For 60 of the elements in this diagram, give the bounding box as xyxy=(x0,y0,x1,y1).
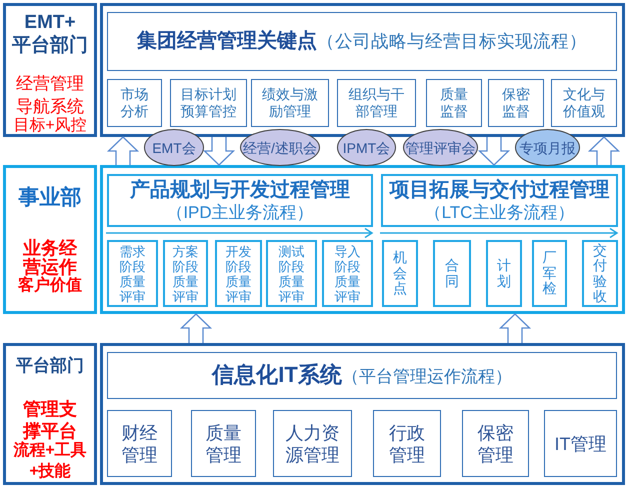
panel-heading: 事业部 xyxy=(18,187,82,209)
item-box: 质量监督 xyxy=(426,79,482,127)
heading: 集团经营管理关键点 xyxy=(137,30,317,52)
side-panel xyxy=(3,3,97,137)
heading: 产品规划与开发过程管理 xyxy=(130,178,350,202)
item-box: 需求阶段质量评审 xyxy=(107,240,158,307)
item-box: 质量管理 xyxy=(191,410,256,477)
panel-text: 客户价值 xyxy=(18,277,82,295)
item-box: 行政管理 xyxy=(373,410,441,477)
item-box: 人力资源管理 xyxy=(273,410,352,477)
heading: 项目拓展与交付过程管理 xyxy=(390,178,610,202)
item-box: 导入阶段质量评审 xyxy=(322,240,373,307)
item-box: 方案阶段质量评审 xyxy=(163,240,208,307)
title-box xyxy=(381,174,618,227)
side-panel xyxy=(3,343,97,485)
panel-text: 业务经营运作 xyxy=(23,239,78,277)
title-box xyxy=(107,12,617,71)
ellipse-node: EMT会 xyxy=(144,129,204,166)
side-panel xyxy=(3,165,97,314)
block-arrow xyxy=(106,136,140,166)
block-arrow xyxy=(180,313,212,344)
section-panel xyxy=(100,343,625,485)
item-box: 文化与价值观 xyxy=(551,79,617,127)
subheading: （公司战略与经营目标实现流程） xyxy=(317,31,587,51)
panel-text: 目标+风控 xyxy=(13,117,87,134)
item-box: 保密监督 xyxy=(488,79,544,127)
block-arrow xyxy=(202,136,236,166)
panel-text: 经营管理导航系统 xyxy=(15,73,85,117)
heading: 信息化IT系统 xyxy=(212,362,342,387)
item-box: 测试阶段质量评审 xyxy=(266,240,317,307)
block-arrow xyxy=(588,136,620,166)
subheading: （IPD主业务流程） xyxy=(166,202,314,223)
item-box: 财经管理 xyxy=(107,410,172,477)
item-box: 开发阶段质量评审 xyxy=(215,240,262,307)
item-box: 市场分析 xyxy=(107,79,162,127)
item-box: 计划 xyxy=(486,240,522,307)
item-box: 厂军检 xyxy=(532,240,567,307)
block-arrow xyxy=(498,313,532,344)
item-box: 保密管理 xyxy=(462,410,529,477)
panel-heading: 平台部门 xyxy=(16,356,84,375)
ellipse-node: IPMT会 xyxy=(337,129,396,166)
ellipse-node: 专项月报 xyxy=(515,129,580,166)
subheading: （平台管理运作流程） xyxy=(342,367,512,386)
item-box: 组织与干部管理 xyxy=(337,79,416,127)
title-box xyxy=(107,174,373,227)
section-panel xyxy=(100,165,625,314)
item-box: 目标计划预算管控 xyxy=(170,79,247,127)
item-box: 交付验收 xyxy=(582,240,618,307)
item-box: 绩效与激励管理 xyxy=(251,79,329,127)
subheading: （LTC主业务流程） xyxy=(424,202,574,223)
ellipse-node: 经营/述职会 xyxy=(240,129,320,166)
panel-heading: EMT+ 平台部门 xyxy=(11,11,89,57)
item-box: 机会点 xyxy=(382,240,418,307)
item-box: 合同 xyxy=(433,240,471,307)
title-box xyxy=(107,352,617,399)
ellipse-node: 管理评审会 xyxy=(403,129,478,166)
block-arrow xyxy=(478,136,510,166)
panel-text: 流程+工具+技能 xyxy=(12,440,88,482)
panel-text: 管理支撑平台 xyxy=(22,398,78,441)
item-box: IT管理 xyxy=(544,410,617,477)
